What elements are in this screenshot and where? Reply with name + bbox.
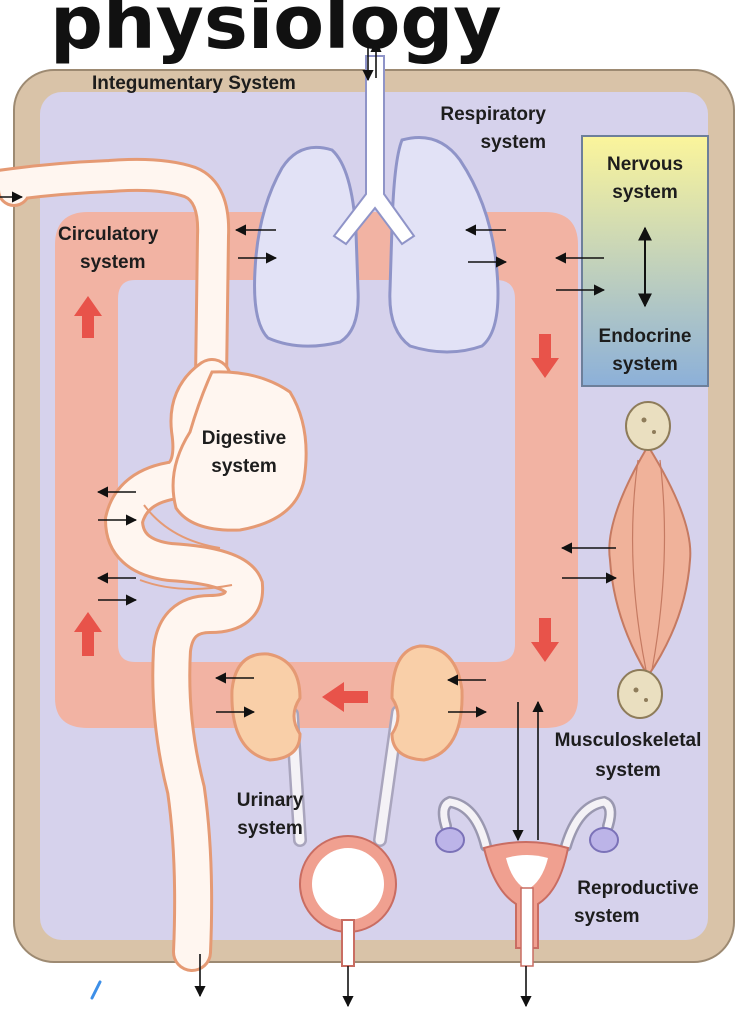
flow-arrow-down-1 [531,334,559,378]
trachea [332,55,416,246]
endocrine-label-line1: Endocrine [599,326,692,347]
flow-arrow-up-1 [74,296,102,338]
musculoskeletal-figure [608,401,692,719]
right-ovary [589,827,619,853]
digestive-label-line1: Digestive [202,428,286,449]
stomach [171,370,308,532]
circulatory-label-line2: system [80,252,146,273]
flow-arrow-up-2 [74,612,102,656]
reproductive-label-line2: system [574,906,640,927]
digestive-tract [0,157,308,972]
endocrine-label-line2: system [612,354,678,375]
flow-arrows [74,296,559,712]
circulatory-loop [55,212,578,728]
musculoskeletal-label-line1: Musculoskeletal [555,730,702,751]
reproductive-organs [435,795,619,967]
respiratory-label-line1: Respiratory [440,104,546,125]
nervous-label-line2: system [612,182,678,203]
integumentary-label: Integumentary System [92,73,296,94]
urethra [341,919,355,967]
bone-bottom [617,669,663,719]
lungs [253,55,500,354]
left-kidney [230,652,302,762]
right-kidney [390,644,464,762]
left-ovary [435,827,465,853]
nervous-label-line1: Nervous [607,154,683,175]
page-title: physiology [50,0,502,66]
neuro-endocrine-box [581,135,709,387]
exchange-arrows [0,40,618,1008]
reproductive-label-line1: Reproductive [577,878,698,899]
digestive-label-line2: system [211,456,277,477]
circulatory-label-line1: Circulatory [58,224,159,245]
urinary-organs [230,644,464,967]
urinary-label-line1: Urinary [237,790,304,811]
bone-top [625,401,671,451]
respiratory-label-line2: system [481,132,547,153]
flow-arrow-left [322,682,368,712]
flow-arrow-down-2 [531,618,559,662]
urinary-label-line2: system [237,818,303,839]
bladder-lumen [312,848,384,920]
musculoskeletal-label-line2: system [595,760,661,781]
pen-mark [90,980,102,1000]
